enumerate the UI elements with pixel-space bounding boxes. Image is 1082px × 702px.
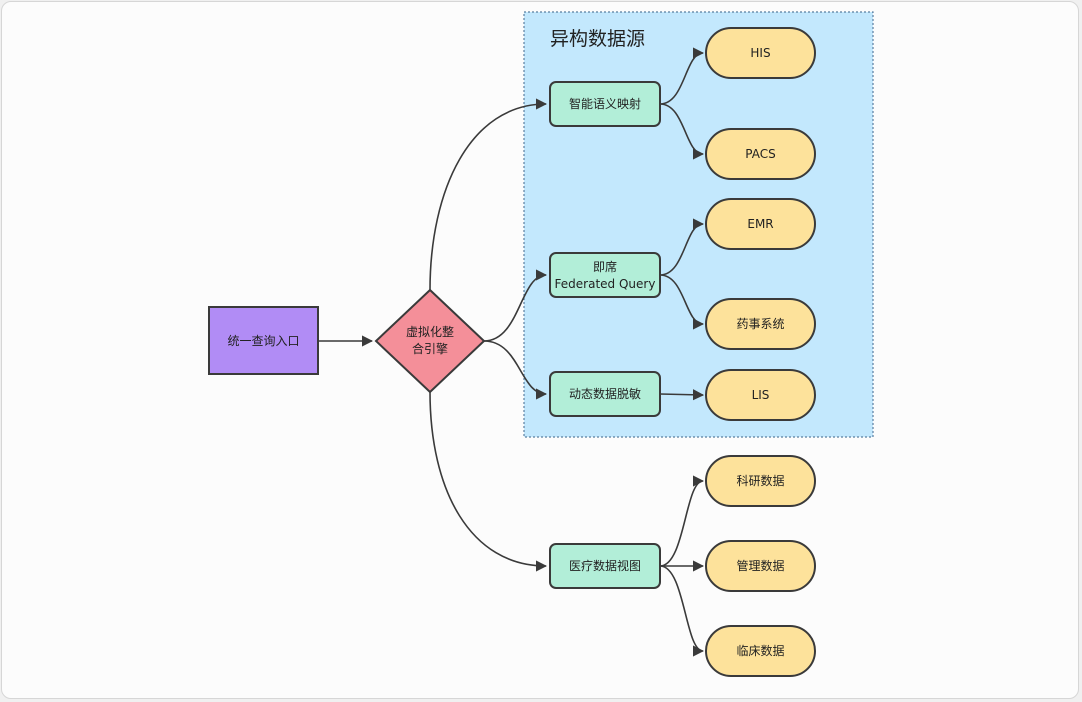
entry-node[interactable]: 统一查询入口 — [208, 306, 319, 375]
federated-label-line2: Federated Query — [555, 277, 656, 291]
pharmacy-label: 药事系统 — [736, 317, 784, 331]
process-mapping[interactable]: 智能语义映射 — [549, 81, 661, 127]
engine-label-line1: 虚拟化整 — [406, 324, 454, 339]
edge-view-research — [659, 475, 705, 567]
edges — [318, 47, 705, 657]
process-masking[interactable]: 动态数据脱敏 — [549, 371, 661, 417]
pacs-label: PACS — [745, 147, 775, 161]
clinical-label: 临床数据 — [736, 643, 784, 658]
source-emr[interactable]: EMR — [705, 198, 816, 250]
mapping-label: 智能语义映射 — [569, 96, 641, 111]
management-label: 管理数据 — [736, 558, 784, 573]
edge-federated-pharmacy — [659, 274, 705, 330]
edge-masking-lis — [659, 389, 705, 401]
edge-view-clinical — [659, 565, 705, 657]
edge-mapping-his — [659, 47, 705, 105]
edge-federated-emr — [659, 218, 705, 276]
emr-label: EMR — [747, 217, 773, 231]
federated-label-line1: 即席 — [593, 259, 617, 274]
engine-node[interactable]: 虚拟化整 合引擎 — [374, 288, 486, 394]
entry-label: 统一查询入口 — [227, 334, 299, 348]
group-title: 异构数据源 — [550, 28, 645, 50]
lis-label: LIS — [752, 388, 770, 402]
source-pacs[interactable]: PACS — [705, 128, 816, 180]
source-management[interactable]: 管理数据 — [705, 540, 816, 592]
research-label: 科研数据 — [736, 473, 784, 488]
edge-engine-view — [429, 391, 548, 572]
source-pharmacy[interactable]: 药事系统 — [705, 298, 816, 350]
view-label: 医疗数据视图 — [569, 558, 641, 573]
source-research[interactable]: 科研数据 — [705, 455, 816, 507]
edge-engine-mapping — [429, 98, 548, 291]
masking-label: 动态数据脱敏 — [569, 386, 641, 401]
source-lis[interactable]: LIS — [705, 369, 816, 421]
edge-engine-masking — [483, 340, 548, 400]
process-federated[interactable]: 即席 Federated Query — [549, 252, 661, 298]
source-his[interactable]: HIS — [705, 27, 816, 79]
source-clinical[interactable]: 临床数据 — [705, 625, 816, 677]
edge-engine-federated — [483, 269, 548, 342]
engine-label-line2: 合引擎 — [412, 341, 448, 356]
his-label: HIS — [750, 46, 770, 60]
edge-mapping-pacs — [659, 103, 705, 160]
process-view[interactable]: 医疗数据视图 — [549, 543, 661, 589]
